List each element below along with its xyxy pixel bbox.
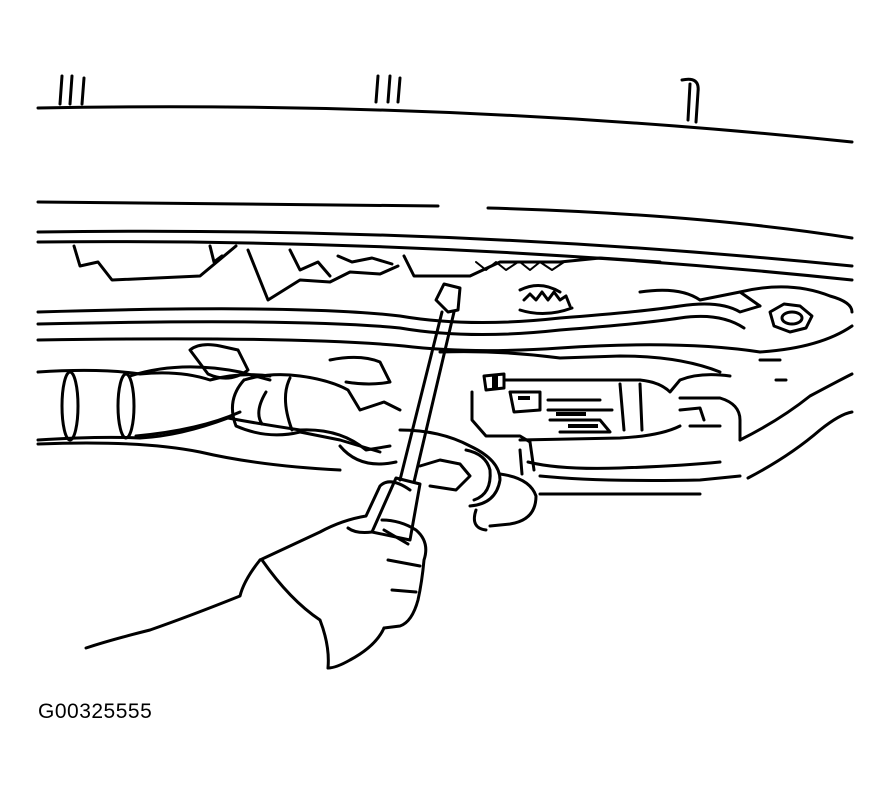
screwdriver xyxy=(370,282,462,542)
body-contours-right xyxy=(738,358,854,480)
fuel-module xyxy=(438,350,742,496)
body-sill xyxy=(36,285,854,354)
floor-panel xyxy=(36,74,854,144)
frame-rail xyxy=(36,200,854,282)
exhaust-pipe xyxy=(36,343,402,466)
lower-panel xyxy=(36,441,342,472)
hose-clamp xyxy=(398,428,538,532)
adjuster-wheel xyxy=(518,290,574,315)
crossmember xyxy=(72,244,662,302)
figure-id-label: G00325555 xyxy=(38,700,153,723)
mount-nut xyxy=(768,302,814,334)
hand xyxy=(84,480,428,670)
